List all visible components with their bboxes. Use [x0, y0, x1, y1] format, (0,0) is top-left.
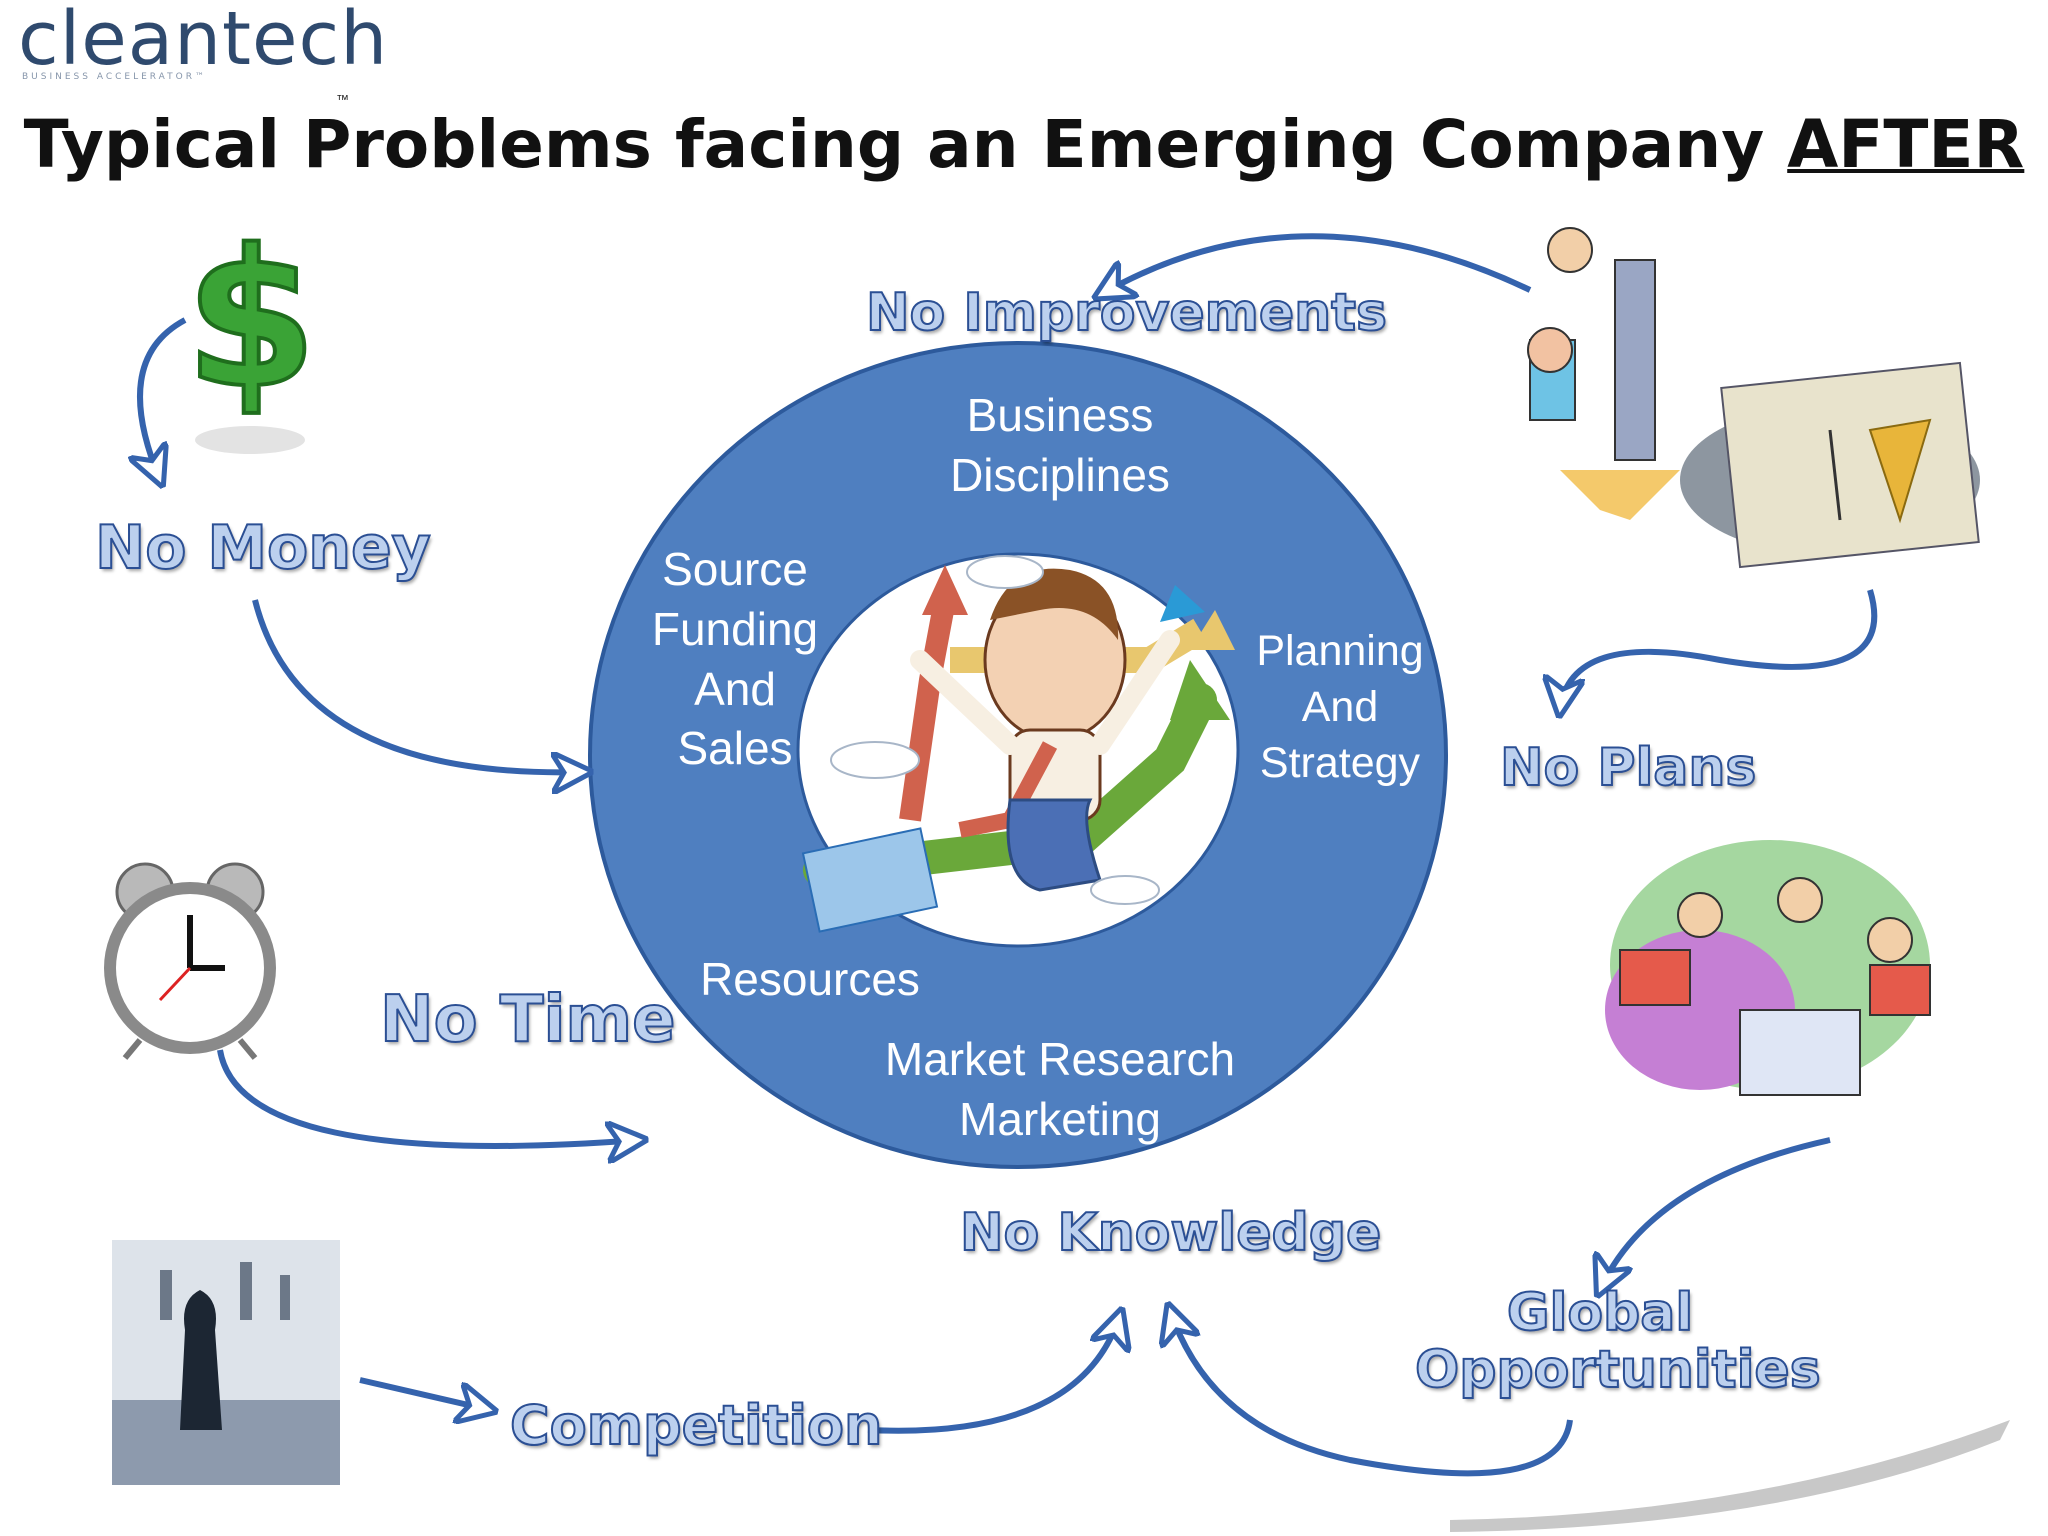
trademark-mark: ™: [336, 92, 349, 107]
frustrated-people-illustration: [1527, 227, 1680, 520]
label-no-plans: No Plans: [1499, 738, 1757, 798]
label-no-money: No Money: [94, 513, 432, 583]
ring-source-funding-sales: Source Funding And Sales: [651, 543, 819, 775]
brand-logo: cleantech: [18, 0, 389, 82]
label-global-opportunities: Global Opportunities: [1414, 1283, 1822, 1401]
chess-pieces-image: [112, 1240, 340, 1485]
brand-tagline: BUSINESS ACCELERATOR™: [22, 72, 207, 82]
label-no-time: No Time: [379, 983, 676, 1057]
flow-arrows: [140, 233, 1878, 1477]
ring-planning-strategy: Planning And Strategy: [1256, 627, 1424, 787]
arrow-global-to-knowledge: [1170, 1310, 1573, 1477]
label-no-knowledge: No Knowledge: [959, 1203, 1382, 1263]
arrow-money-to-ring: [252, 599, 585, 772]
arrow-to-plans: [1560, 589, 1878, 710]
dollar-icon: $: [183, 207, 319, 454]
arrow-to-global: [1600, 1137, 1831, 1290]
global-market-illustration: [1605, 840, 1931, 1096]
page-curl-shadow: [1450, 1420, 2010, 1532]
label-no-improvements: No Improvements: [865, 283, 1388, 343]
alarm-clock-icon: [104, 862, 276, 1060]
blueprint-plans-illustration: [1680, 361, 1980, 569]
page-title: Typical Problems facing an Emerging Comp…: [0, 106, 2048, 183]
ring-resources: Resources: [700, 953, 920, 1005]
ring-business-disciplines: Business Disciplines: [950, 389, 1170, 501]
arrow-time-to-ring: [217, 1049, 640, 1146]
success-figure-illustration: [801, 555, 1235, 933]
arrow-chess-to-competition: [359, 1377, 490, 1410]
arrow-to-improvements: [1100, 233, 1532, 295]
label-competition: Competition: [509, 1394, 883, 1457]
arrow-money-loop: [140, 317, 187, 480]
svg-text:$: $: [185, 209, 317, 430]
title-main: Typical Problems facing an Emerging Comp…: [23, 106, 1788, 183]
ring-market-research-marketing: Market Research Marketing: [884, 1033, 1236, 1145]
title-emphasis: AFTER: [1787, 106, 2025, 183]
arrow-competition-to-knowledge: [867, 1315, 1120, 1434]
